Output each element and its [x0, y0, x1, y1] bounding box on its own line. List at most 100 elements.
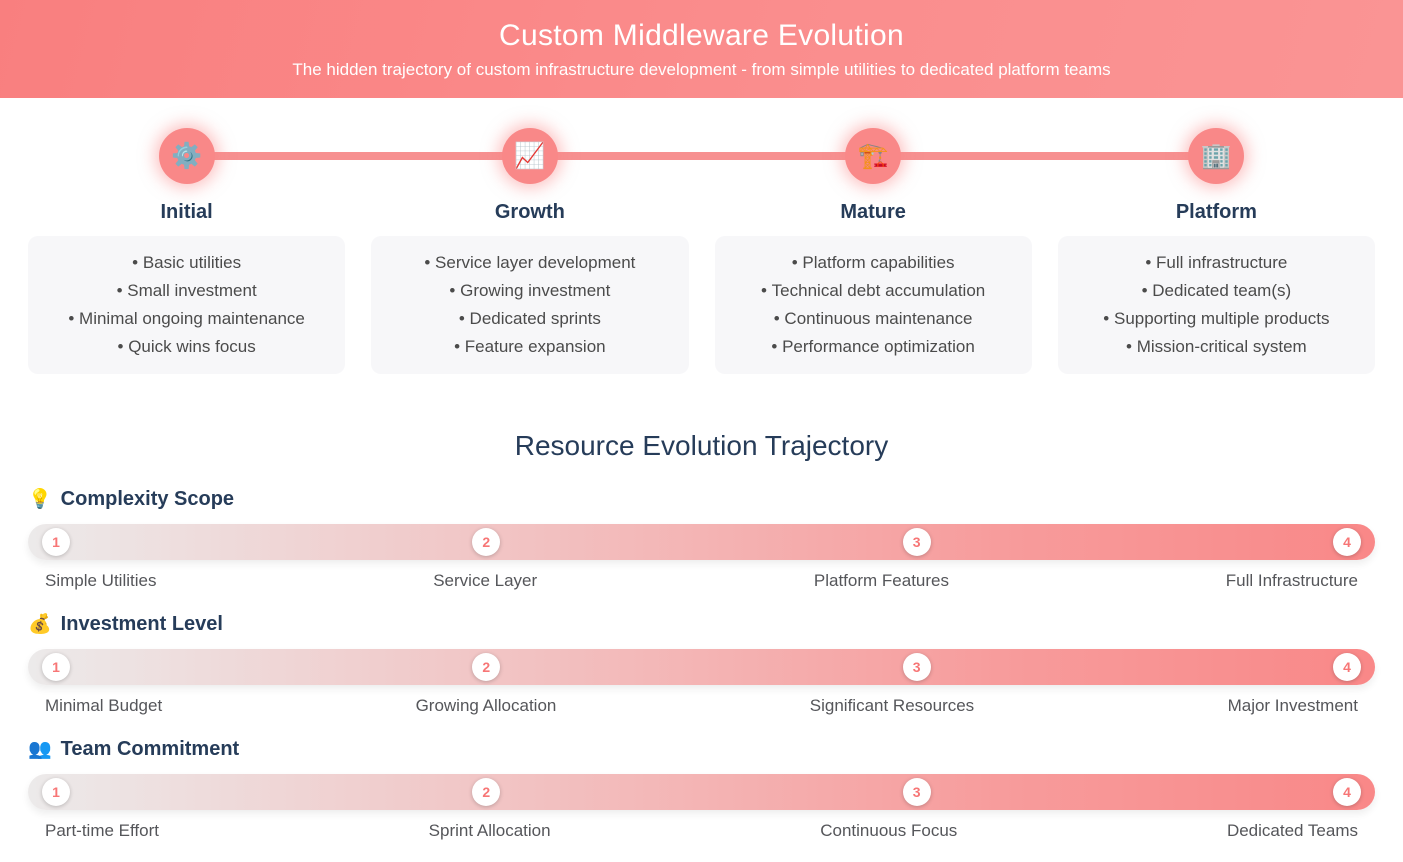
header-banner: Custom Middleware Evolution The hidden t…	[0, 0, 1403, 98]
step-marker: 4	[1332, 778, 1361, 806]
step-number: 4	[1343, 659, 1351, 675]
card-bullet: Dedicated sprints	[379, 305, 680, 333]
chart-increasing-icon: 📈	[514, 141, 546, 170]
step-label: Simple Utilities	[45, 571, 157, 590]
lightbulb-icon: 💡	[28, 489, 52, 510]
metric-label: Investment Level	[60, 613, 223, 635]
stage-label-initial: Initial	[160, 201, 213, 223]
step-marker: 1	[42, 653, 70, 681]
card-bullet: Quick wins focus	[36, 333, 337, 361]
step-number: 2	[482, 784, 491, 800]
timeline-labels-row: Initial Growth Mature Platform	[28, 201, 1375, 224]
step-marker: 3	[902, 778, 931, 806]
step-label: Growing Allocation	[415, 696, 557, 715]
stage-icon-cell: 📈	[371, 128, 688, 184]
progress-bar: 1 2 3 4	[28, 524, 1375, 560]
step-marker: 1	[42, 528, 70, 556]
card-bullet: Supporting multiple products	[1066, 305, 1367, 333]
timeline-connector-line	[187, 152, 1216, 160]
card-bullet: Feature expansion	[379, 333, 680, 361]
step-labels-row: Simple Utilities Service Layer Platform …	[28, 571, 1375, 591]
step-label: Dedicated Teams	[1226, 821, 1358, 840]
metric-label: Complexity Scope	[60, 488, 235, 510]
metric-team-commitment: 👥 Team Commitment 1 2 3 4 Part-time Effo…	[28, 738, 1375, 841]
progress-bar: 1 2 3 4	[28, 649, 1375, 685]
trajectory-section: 💡 Complexity Scope 1 2 3 4 Simple Utilit…	[0, 488, 1403, 841]
step-marker: 2	[472, 528, 501, 556]
card-bullet: Platform capabilities	[723, 249, 1024, 277]
page-title: Custom Middleware Evolution	[499, 18, 904, 52]
step-number: 1	[52, 659, 60, 675]
card-bullet: Continuous maintenance	[723, 305, 1024, 333]
step-marker: 4	[1332, 653, 1361, 681]
step-number: 2	[482, 659, 491, 675]
stage-label-mature: Mature	[840, 201, 906, 223]
step-label: Platform Features	[813, 571, 949, 590]
stage-card-mature: Platform capabilities Technical debt acc…	[714, 236, 1032, 374]
card-bullet: Technical debt accumulation	[723, 277, 1024, 305]
metric-investment-level: 💰 Investment Level 1 2 3 4 Minimal Budge…	[28, 613, 1375, 716]
step-marker: 2	[472, 778, 501, 806]
step-label: Continuous Focus	[820, 821, 958, 840]
timeline-cards-row: Basic utilities Small investment Minimal…	[28, 236, 1375, 374]
card-bullet: Growing investment	[379, 277, 680, 305]
step-marker: 2	[472, 653, 501, 681]
card-bullet: Minimal ongoing maintenance	[36, 305, 337, 333]
step-label: Minimal Budget	[45, 696, 163, 715]
trajectory-section-title: Resource Evolution Trajectory	[514, 430, 889, 461]
stage-platform-circle: 🏢	[1188, 128, 1245, 184]
construction-crane-icon: 🏗️	[857, 141, 889, 170]
card-bullet: Small investment	[36, 277, 337, 305]
step-number: 1	[52, 534, 60, 550]
step-label: Part-time Effort	[45, 821, 159, 840]
step-label: Service Layer	[433, 571, 538, 590]
office-building-icon: 🏢	[1200, 141, 1232, 170]
metric-heading: 💡 Complexity Scope	[28, 488, 1375, 511]
stage-label-platform: Platform	[1175, 201, 1257, 223]
step-marker: 3	[902, 653, 931, 681]
gear-icon: ⚙️	[171, 141, 203, 170]
money-bag-icon: 💰	[28, 614, 52, 635]
metric-heading: 👥 Team Commitment	[28, 738, 1375, 761]
progress-bar: 1 2 3 4	[28, 774, 1375, 810]
metric-heading: 💰 Investment Level	[28, 613, 1375, 636]
step-number: 3	[912, 534, 921, 550]
step-label: Significant Resources	[809, 696, 975, 715]
timeline-icons-row: ⚙️ 📈 🏗️ 🏢	[28, 128, 1375, 184]
step-number: 4	[1343, 784, 1351, 800]
stage-card-growth: Service layer development Growing invest…	[371, 236, 689, 374]
team-icon: 👥	[28, 739, 52, 760]
step-number: 1	[52, 784, 60, 800]
step-labels-row: Minimal Budget Growing Allocation Signif…	[28, 696, 1375, 716]
stage-icon-cell: ⚙️	[28, 128, 345, 184]
card-bullet: Mission-critical system	[1066, 333, 1367, 361]
card-bullet: Basic utilities	[36, 249, 337, 277]
card-bullet: Dedicated team(s)	[1066, 277, 1367, 305]
step-marker: 4	[1332, 528, 1361, 556]
step-labels-row: Part-time Effort Sprint Allocation Conti…	[28, 821, 1375, 841]
step-number: 3	[912, 659, 921, 675]
step-number: 4	[1343, 534, 1351, 550]
card-bullet: Full infrastructure	[1066, 249, 1367, 277]
card-bullet: Service layer development	[379, 249, 680, 277]
stage-label-growth: Growth	[494, 201, 565, 223]
stage-card-platform: Full infrastructure Dedicated team(s) Su…	[1057, 236, 1375, 374]
stage-icon-cell: 🏢	[1058, 128, 1375, 184]
card-bullet: Performance optimization	[723, 333, 1024, 361]
metric-label: Team Commitment	[60, 738, 240, 760]
step-marker: 1	[42, 778, 70, 806]
step-label: Sprint Allocation	[428, 821, 551, 840]
stage-card-initial: Basic utilities Small investment Minimal…	[28, 236, 346, 374]
step-number: 3	[912, 784, 921, 800]
step-label: Major Investment	[1227, 696, 1358, 715]
step-marker: 3	[902, 528, 931, 556]
stage-initial-circle: ⚙️	[158, 128, 215, 184]
step-label: Full Infrastructure	[1225, 571, 1358, 590]
timeline-section: ⚙️ 📈 🏗️ 🏢 Initial Growth Mature Platform…	[0, 128, 1403, 374]
metric-complexity-scope: 💡 Complexity Scope 1 2 3 4 Simple Utilit…	[28, 488, 1375, 591]
stage-growth-circle: 📈	[501, 128, 558, 184]
step-number: 2	[482, 534, 491, 550]
stage-icon-cell: 🏗️	[715, 128, 1032, 184]
stage-mature-circle: 🏗️	[845, 128, 902, 184]
page-subtitle: The hidden trajectory of custom infrastr…	[292, 59, 1111, 79]
